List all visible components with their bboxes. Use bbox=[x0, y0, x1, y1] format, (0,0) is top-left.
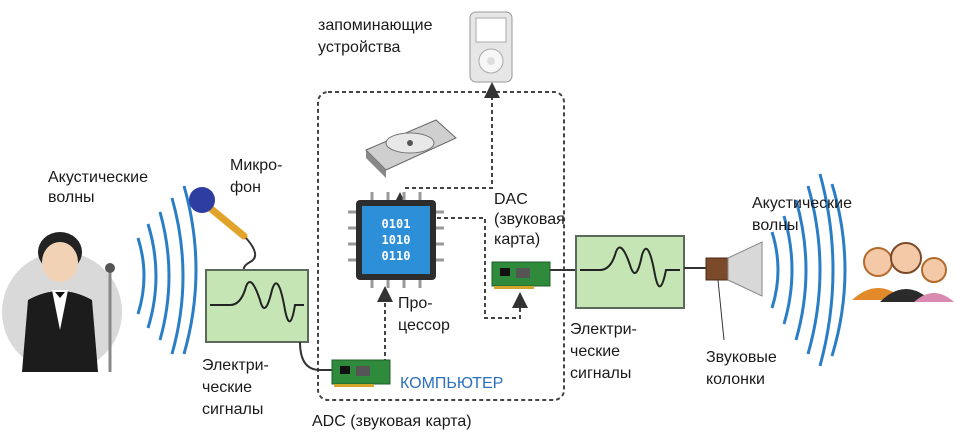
electric-signals-left-line-3: сигналы bbox=[202, 401, 263, 418]
dac-label-line-3: карта) bbox=[494, 231, 540, 248]
electric-signals-right-line-2: ческие bbox=[570, 343, 620, 360]
speaker-icon bbox=[705, 241, 763, 341]
hard-drive-icon bbox=[365, 119, 457, 178]
electric-signals-right-line-3: сигналы bbox=[570, 365, 631, 382]
electric-signals-left-line-2: ческие bbox=[202, 379, 252, 396]
dac-label-line-1: DAC bbox=[494, 191, 528, 208]
electric-signals-left-line-1: Электри- bbox=[202, 357, 269, 374]
chip-line-2: 1010 bbox=[382, 233, 411, 247]
acoustic-waves-left bbox=[136, 185, 198, 355]
sound-card-icon-dac bbox=[491, 261, 576, 289]
audience-icon bbox=[852, 242, 954, 302]
computer-boundary bbox=[317, 91, 565, 401]
microphone-icon bbox=[189, 187, 257, 277]
storage-label-line-1: запоминающие bbox=[318, 17, 433, 34]
processor-label-line-2: цессор bbox=[398, 317, 450, 334]
processor-chip-icon: 0101 1010 0110 bbox=[348, 192, 444, 288]
acoustic-waves-right-line-2: волны bbox=[752, 217, 799, 234]
microphone-label-line-2: фон bbox=[230, 179, 261, 196]
acoustic-waves-left-line-2: волны bbox=[48, 189, 95, 206]
dac-label-line-2: (звуковая bbox=[494, 211, 565, 228]
microphone-label-line-1: Микро- bbox=[230, 157, 282, 174]
storage-label-line-2: устройства bbox=[318, 39, 401, 56]
sound-card-icon-adc bbox=[331, 359, 391, 387]
acoustic-waves-right-line-1: Акустические bbox=[752, 195, 852, 212]
chip-line-1: 0101 bbox=[382, 217, 411, 231]
processor-label-line-1: Про- bbox=[398, 295, 433, 312]
speakers-label-line-1: Звуковые bbox=[706, 349, 777, 366]
acoustic-waves-right bbox=[770, 173, 847, 367]
chip-line-3: 0110 bbox=[382, 249, 411, 263]
computer-label: КОМПЬЮТЕР bbox=[400, 375, 503, 392]
oscilloscope-icon-left bbox=[205, 269, 332, 371]
speakers-label-line-2: колонки bbox=[706, 371, 765, 388]
acoustic-waves-left-line-1: Акустические bbox=[48, 169, 148, 186]
singer-icon bbox=[2, 232, 122, 372]
music-player-icon bbox=[469, 11, 513, 83]
adc-label: ADC (звуковая карта) bbox=[312, 413, 472, 430]
electric-signals-right-line-1: Электри- bbox=[570, 321, 637, 338]
oscilloscope-icon-right bbox=[575, 235, 706, 309]
